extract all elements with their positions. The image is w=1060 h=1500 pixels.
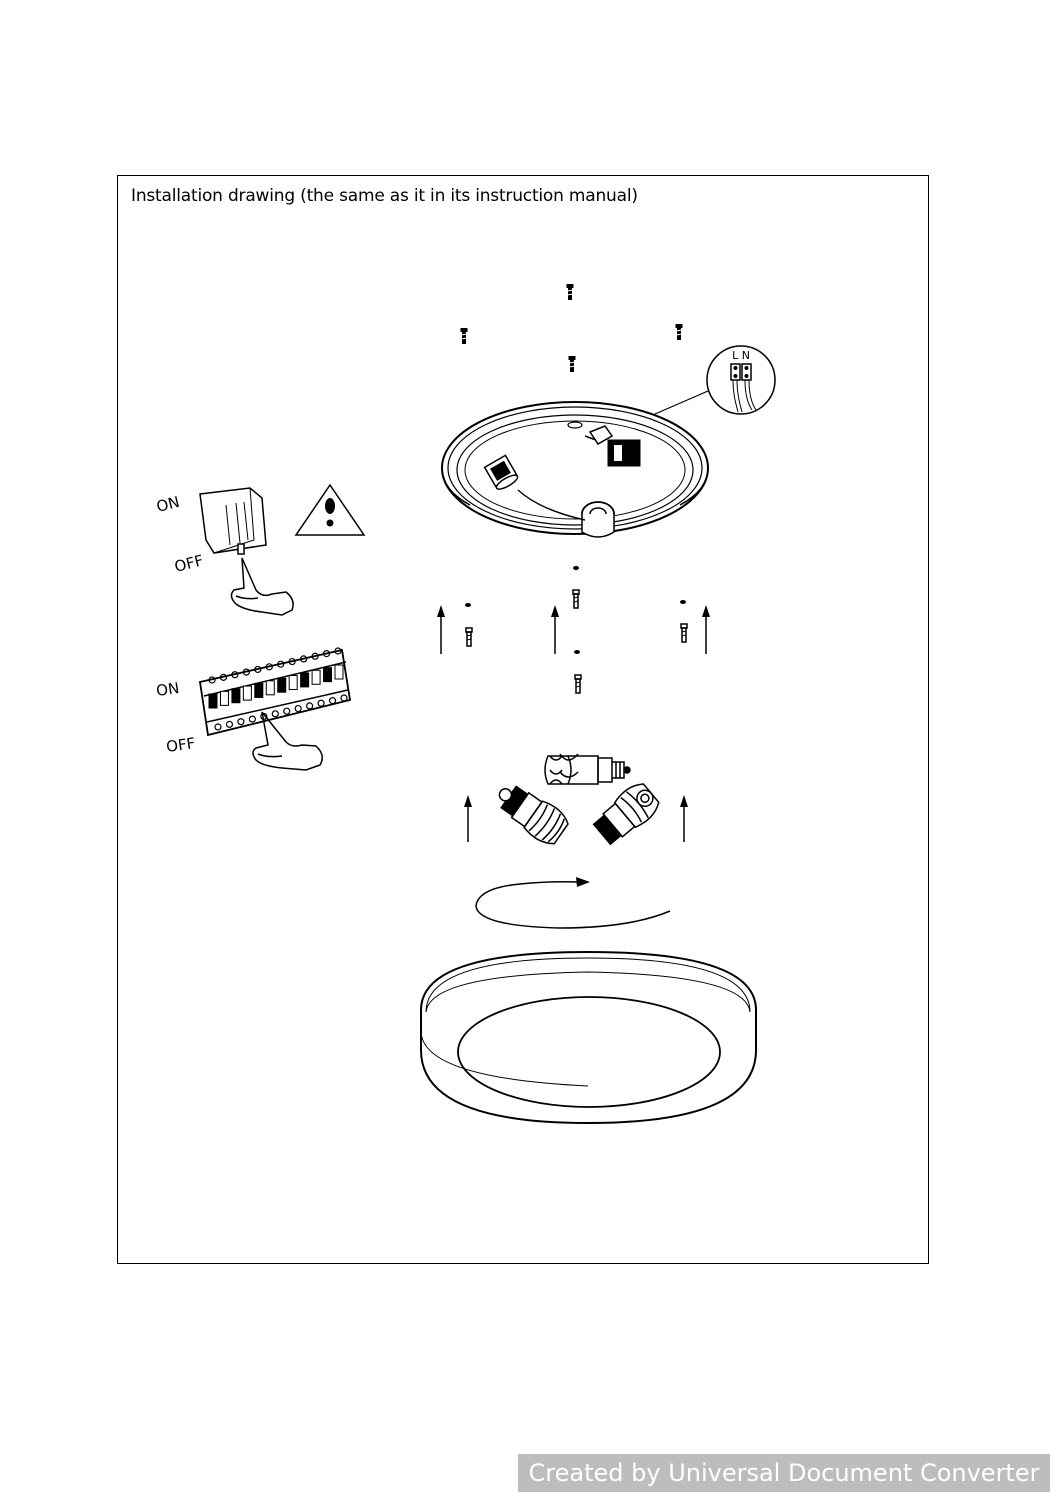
arrow-up-icon xyxy=(437,605,445,654)
breaker-screw xyxy=(242,668,250,676)
breaker-screw xyxy=(271,710,279,718)
breaker-screw xyxy=(277,660,285,668)
arrow-up-icon xyxy=(464,795,472,842)
screw-icon xyxy=(568,355,576,373)
breaker-toggle xyxy=(334,664,344,680)
breaker-screw xyxy=(265,663,273,671)
mounting-plate xyxy=(441,401,709,538)
screw-icon xyxy=(574,674,582,694)
switch-on-label: ON xyxy=(155,493,182,516)
breaker-toggle xyxy=(323,667,333,683)
dot xyxy=(574,650,580,654)
arrow-up-icon xyxy=(702,605,710,654)
hand-icon xyxy=(252,711,323,771)
dot xyxy=(573,566,579,570)
bulb-icon xyxy=(592,783,660,846)
breaker-toggle xyxy=(208,693,218,709)
screw-icon xyxy=(465,627,473,647)
diffuser-cover xyxy=(420,950,757,1125)
terminal-block-callout: L N xyxy=(654,345,776,415)
breaker-screw xyxy=(219,673,228,681)
wall-switch: ON OFF xyxy=(155,487,267,576)
breaker-screw xyxy=(311,652,319,660)
breaker-screw xyxy=(322,650,331,658)
breaker-off-label: OFF xyxy=(165,734,196,756)
screw-icon xyxy=(675,323,683,341)
breaker-toggle xyxy=(288,675,298,691)
screw-icon xyxy=(460,327,468,345)
hand-icon xyxy=(230,557,294,616)
breaker-toggle xyxy=(219,690,229,706)
breaker-screw xyxy=(317,699,325,707)
breaker-screw xyxy=(214,723,222,731)
breaker-toggle xyxy=(300,672,310,688)
dot xyxy=(680,600,686,604)
breaker-screw xyxy=(334,647,342,655)
breaker-screw xyxy=(340,694,348,702)
breaker-screw xyxy=(231,671,239,679)
breaker-screw xyxy=(294,704,302,713)
breaker-toggle xyxy=(277,677,287,693)
bulb-icon xyxy=(544,753,631,785)
breaker-screw xyxy=(306,702,314,710)
breaker-toggle xyxy=(311,669,321,685)
breaker-screw xyxy=(283,707,291,715)
breaker-toggle xyxy=(242,685,252,701)
breaker-screw xyxy=(248,715,256,723)
drawing-caption: Installation drawing (the same as it in … xyxy=(131,186,638,206)
breaker-toggle xyxy=(254,682,264,698)
breaker-panel: ON OFF xyxy=(155,647,352,756)
screw-icon xyxy=(572,589,580,609)
arrow-up-icon xyxy=(551,605,559,654)
breaker-toggle xyxy=(265,680,275,696)
screw-icon xyxy=(566,283,574,301)
warning-triangle-icon xyxy=(294,483,366,536)
breaker-screw xyxy=(254,665,262,674)
screw-icon xyxy=(680,623,688,643)
arrow-up-icon xyxy=(680,795,688,842)
breaker-screw xyxy=(300,655,308,663)
bulb-icon xyxy=(498,785,569,845)
breaker-screw xyxy=(237,718,245,726)
breaker-screw xyxy=(288,657,296,666)
watermark: Created by Universal Document Converter xyxy=(518,1454,1050,1492)
dot xyxy=(465,603,471,607)
terminal-label: L N xyxy=(732,349,750,362)
drawing-frame: Installation drawing (the same as it in … xyxy=(117,175,929,1264)
breaker-screw xyxy=(328,697,337,705)
breaker-screw xyxy=(208,676,216,684)
breaker-on-label: ON xyxy=(155,679,180,700)
switch-off-label: OFF xyxy=(173,551,206,575)
breaker-toggle xyxy=(231,688,241,704)
breaker-screw xyxy=(225,720,234,728)
rotation-arrow-icon xyxy=(475,877,671,929)
